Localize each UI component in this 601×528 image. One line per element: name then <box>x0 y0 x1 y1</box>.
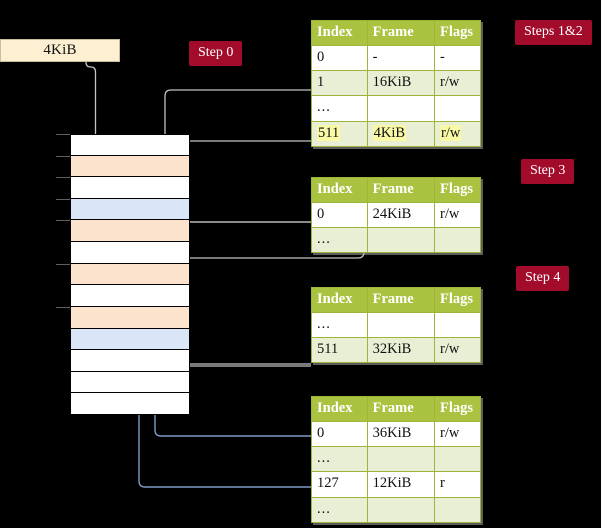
memory-tick-0 <box>56 134 70 135</box>
memory-row-10 <box>70 350 190 372</box>
source-frame-label: 4KiB <box>43 42 77 58</box>
badge-step-3-label: Step 3 <box>530 163 566 178</box>
memory-row-2 <box>70 177 190 199</box>
table-row: ... <box>311 496 481 523</box>
cell-flags: r/w <box>434 202 481 229</box>
cell-flags: - <box>434 45 481 72</box>
table-row: ... <box>311 312 481 339</box>
cell-flags <box>434 227 481 254</box>
badge-step-3: Step 3 <box>521 159 575 184</box>
cell-frame <box>366 496 436 523</box>
cell-index: ... <box>311 446 368 473</box>
badge-step-4: Step 4 <box>516 266 570 291</box>
table-row: 0-- <box>311 45 481 72</box>
badge-step-0-label: Step 0 <box>198 45 234 60</box>
cell-index: 511 <box>311 120 368 147</box>
cell-flags: r/w <box>434 421 481 448</box>
cell-flags <box>434 496 481 523</box>
cell-index: ... <box>311 312 368 339</box>
cell-index: 511 <box>311 337 368 364</box>
memory-row-1 <box>70 155 190 178</box>
memory-row-7 <box>70 285 190 307</box>
table-row: ... <box>311 446 481 473</box>
column-header-flags: Flags <box>434 19 481 47</box>
cell-index: 0 <box>311 45 368 72</box>
memory-row-9 <box>70 328 190 351</box>
badge-steps-1-2-label: Steps 1&2 <box>524 24 583 39</box>
cell-frame: 36KiB <box>366 421 436 448</box>
cell-flags: r/w <box>434 70 481 97</box>
memory-row-0 <box>70 134 190 156</box>
memory-row-6 <box>70 263 190 286</box>
cell-frame <box>366 446 436 473</box>
table-row: ... <box>311 227 481 254</box>
cell-frame <box>366 95 436 122</box>
physical-memory-strip <box>56 134 190 415</box>
memory-row-3 <box>70 198 190 221</box>
cell-index: ... <box>311 496 368 523</box>
cell-index: 1 <box>311 70 368 97</box>
badge-step-0: Step 0 <box>189 41 243 66</box>
cell-flags <box>434 312 481 339</box>
cell-frame: 4KiB <box>366 120 436 147</box>
cell-flags <box>434 95 481 122</box>
column-header-flags: Flags <box>434 286 481 314</box>
memory-row-5 <box>70 242 190 264</box>
column-header-frame: Frame <box>366 286 436 314</box>
cell-index: ... <box>311 95 368 122</box>
cell-frame: 32KiB <box>366 337 436 364</box>
memory-row-8 <box>70 306 190 329</box>
column-header-frame: Frame <box>366 176 436 204</box>
column-header-flags: Flags <box>434 395 481 423</box>
cell-flags <box>434 446 481 473</box>
memory-row-11 <box>70 371 190 394</box>
memory-tick-4 <box>56 220 70 222</box>
table-row: ... <box>311 95 481 122</box>
cell-flags: r/w <box>434 337 481 364</box>
memory-tick-6 <box>56 263 70 265</box>
column-header-frame: Frame <box>366 395 436 423</box>
memory-row-4 <box>70 220 190 243</box>
column-header-index: Index <box>311 395 368 423</box>
cell-flags: r/w <box>434 120 481 147</box>
column-header-flags: Flags <box>434 176 481 204</box>
column-header-index: Index <box>311 286 368 314</box>
cell-index: 127 <box>311 471 368 498</box>
memory-row-12 <box>70 393 190 415</box>
column-header-frame: Frame <box>366 19 436 47</box>
cell-frame <box>366 227 436 254</box>
badge-steps-1-2: Steps 1&2 <box>515 20 592 45</box>
cell-index: 0 <box>311 202 368 229</box>
cell-frame <box>366 312 436 339</box>
memory-tick-3 <box>56 198 70 200</box>
memory-tick-1 <box>56 155 70 157</box>
memory-tick-2 <box>56 177 70 179</box>
cell-flags: r <box>434 471 481 498</box>
memory-tick-8 <box>56 306 70 308</box>
column-header-index: Index <box>311 19 368 47</box>
cell-index: 0 <box>311 421 368 448</box>
cell-index: ... <box>311 227 368 254</box>
cell-frame: 16KiB <box>366 70 436 97</box>
source-frame-box: 4KiB <box>0 39 120 62</box>
cell-frame: 12KiB <box>366 471 436 498</box>
badge-step-4-label: Step 4 <box>525 270 561 285</box>
column-header-index: Index <box>311 176 368 204</box>
cell-frame: - <box>366 45 436 72</box>
cell-frame: 24KiB <box>366 202 436 229</box>
